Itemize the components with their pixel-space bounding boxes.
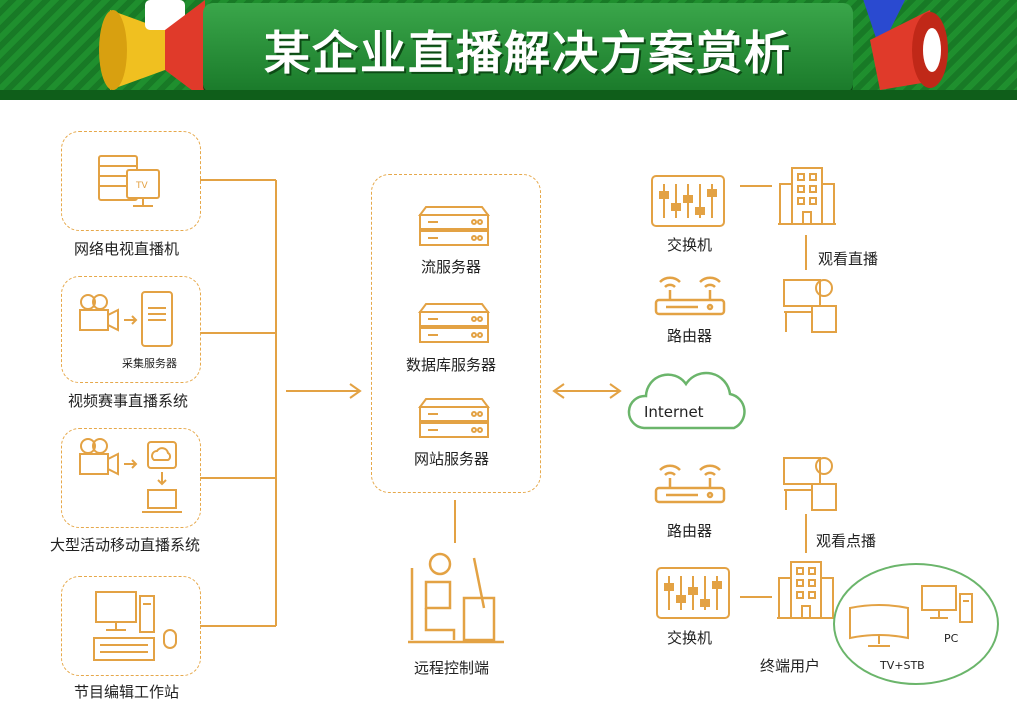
web-server-label: 网站服务器 <box>414 450 490 468</box>
megaphone-right-icon <box>863 0 948 90</box>
stream-server-label: 流服务器 <box>421 258 482 276</box>
router-top-label: 路由器 <box>667 327 713 345</box>
tv-icon <box>849 604 909 647</box>
source-label-sports: 视频赛事直播系统 <box>68 392 189 410</box>
remote-operator-icon <box>408 552 504 644</box>
source-label-mobile-event: 大型活动移动直播系统 <box>50 536 201 554</box>
capture-server-label: 采集服务器 <box>122 357 177 370</box>
title-box: 某企业直播解决方案赏析 <box>203 3 853 93</box>
banner-stripe <box>0 90 1017 100</box>
source-label-workstation: 节目编辑工作站 <box>74 683 180 701</box>
svg-text:TV: TV <box>135 181 148 191</box>
switch-top-icon <box>651 175 725 227</box>
database-server-label: 数据库服务器 <box>406 356 497 374</box>
web-server-icon <box>418 398 490 438</box>
source-label-network-tv: 网络电视直播机 <box>74 240 180 258</box>
viewer-top-icon <box>783 279 837 333</box>
viewer-bottom-icon <box>783 457 837 511</box>
source-frame-workstation <box>61 576 201 676</box>
internet-cloud-icon <box>627 371 746 430</box>
router-top-icon <box>654 276 726 316</box>
stream-server-icon <box>418 206 490 246</box>
header-banner: 某企业直播解决方案赏析 <box>0 0 1017 100</box>
megaphone-left-icon <box>99 0 205 100</box>
pc-label: PC <box>944 632 959 645</box>
page-title: 某企业直播解决方案赏析 <box>264 26 792 80</box>
pc-icon <box>921 585 973 623</box>
workstation-icon <box>93 591 177 661</box>
camera-server-icon <box>79 291 173 347</box>
router-bottom-label: 路由器 <box>667 522 713 540</box>
camera-cloud-laptop-icon <box>79 438 182 513</box>
watch-live-label: 观看直播 <box>818 250 879 268</box>
terminal-devices-circle <box>833 563 999 685</box>
database-server-icon <box>418 303 490 343</box>
building-bottom-icon <box>777 561 835 619</box>
switch-top-label: 交换机 <box>667 236 713 254</box>
watch-vod-label: 观看点播 <box>816 532 877 550</box>
server-frame <box>371 174 541 493</box>
terminal-users-label: 终端用户 <box>760 657 821 675</box>
source-frame-mobile-event <box>61 428 201 528</box>
switch-bottom-icon <box>656 567 730 619</box>
remote-control-label: 远程控制端 <box>414 659 490 677</box>
source-frame-sports <box>61 276 201 383</box>
source-frame-network-tv <box>61 131 201 231</box>
router-bottom-icon <box>654 464 726 504</box>
tv-stb-label: TV+STB <box>880 659 925 672</box>
building-top-icon <box>778 167 836 225</box>
switch-bottom-label: 交换机 <box>667 629 713 647</box>
tv-broadcast-icon: TV <box>98 155 160 207</box>
internet-label: Internet <box>644 403 704 421</box>
